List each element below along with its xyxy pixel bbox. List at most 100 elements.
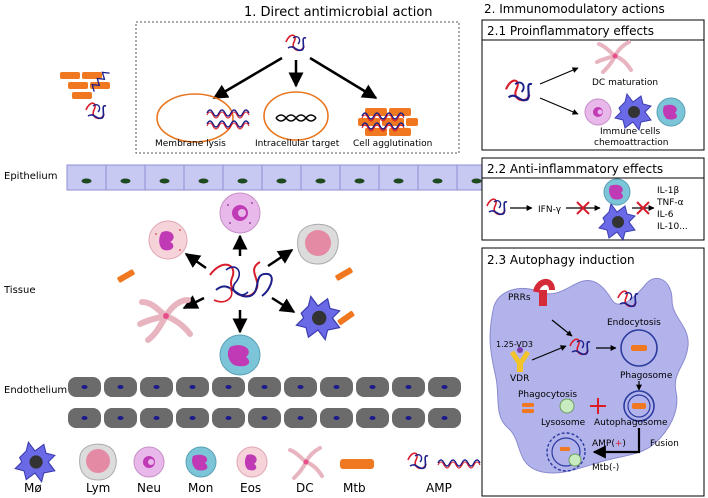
endothelial-nucleus <box>369 385 376 389</box>
mtb-rod <box>116 268 136 284</box>
epithelial-nucleus <box>237 178 248 184</box>
s22-cytokine-il6: IL-6 <box>657 210 674 220</box>
legend-label-eos: Eos <box>240 481 261 495</box>
eosinophil-cell <box>148 220 188 260</box>
s22-title: 2.2 Anti-inflammatory effects <box>487 162 663 176</box>
s23-autolysosome-mtb <box>560 447 570 451</box>
s22-box <box>481 157 705 241</box>
s22-block-x-2 <box>636 201 650 215</box>
epithelial-nucleus <box>120 178 131 184</box>
s23-vdr: VDR <box>510 374 529 384</box>
s23-autolysosome-lysosome <box>568 453 582 467</box>
s21-arrow-dc <box>539 67 579 85</box>
s23-phagosome-mtb <box>631 345 647 351</box>
mtb-amp-cluster <box>60 71 110 120</box>
s23-phagosome <box>620 329 658 367</box>
s22-cytokine-il1b: IL-1β <box>657 186 679 196</box>
s21-dc-maturation: DC maturation <box>592 78 658 88</box>
s23-phagosome-label: Phagosome <box>620 371 673 381</box>
endothelial-nucleus <box>333 385 340 389</box>
s23-autolysosome <box>546 432 586 472</box>
macrophage-cell <box>295 295 341 341</box>
legend-mtb-icon <box>340 459 374 469</box>
endothelial-nucleus <box>261 416 268 420</box>
dna-icon-strand <box>275 114 317 122</box>
mtb-rod <box>336 310 356 326</box>
epithelial-cell <box>300 164 341 191</box>
s23-vd3: 1.25-VD3 <box>496 340 533 349</box>
s23-lysosome <box>559 398 575 414</box>
epithelial-cell <box>378 164 419 191</box>
s23-cell-body <box>489 278 689 474</box>
endothelial-nucleus <box>189 416 196 420</box>
bacterium-membrane-lysis <box>156 93 234 143</box>
label-cell-agglutination: Cell agglutination <box>353 139 432 149</box>
s21-monocyte-icon <box>656 97 686 127</box>
epithelial-nucleus <box>315 178 326 184</box>
legend: Mø Lym Neu Mon Eos DC Mtb AMP <box>14 441 481 495</box>
agglutination-cluster <box>358 108 418 136</box>
s23-mtb-result: Mtb(-) <box>592 463 619 473</box>
s23-arrow-vdr <box>531 345 567 361</box>
lymphocyte-cell <box>297 223 339 265</box>
legend-coil-icon <box>437 459 481 469</box>
endothelial-nucleus <box>333 416 340 420</box>
epithelial-cell <box>261 164 302 191</box>
s21-dc-icon <box>595 40 633 74</box>
legend-amp-icon <box>407 452 429 470</box>
neutrophil-cell <box>219 192 261 234</box>
endothelial-nucleus <box>153 385 160 389</box>
s22-cytokine-tnfa: TNF-α <box>656 198 684 208</box>
arrow-to-membrane <box>212 56 283 100</box>
endothelial-nucleus <box>225 416 232 420</box>
s23-fusion: Fusion <box>650 439 679 449</box>
s23-autophagosome-outer <box>623 390 655 422</box>
legend-label-lym: Lym <box>86 481 110 495</box>
s23-prrs: PRRs <box>508 293 531 303</box>
endothelial-nucleus <box>189 385 196 389</box>
s21-title: 2.1 Proinflammatory effects <box>487 24 654 38</box>
label-membrane-lysis: Membrane lysis <box>155 139 226 149</box>
epithelial-nucleus <box>354 178 365 184</box>
endothelial-nucleus <box>117 385 124 389</box>
arrow-to-lymphocyte <box>267 248 294 268</box>
s23-arrow-prr <box>551 319 573 337</box>
s23-autolysosome-inner <box>551 437 581 467</box>
s23-arrow-fusion <box>592 428 641 459</box>
label-epithelium: Epithelium <box>4 171 58 182</box>
s23-phagocytosis: Phagocytosis <box>518 390 577 400</box>
endothelial-nucleus <box>441 416 448 420</box>
endothelial-nucleus <box>117 416 124 420</box>
label-endothelium: Endothelium <box>4 385 67 396</box>
epithelial-nucleus <box>159 178 170 184</box>
coil-icon <box>206 120 250 130</box>
endothelial-nucleus <box>297 416 304 420</box>
epithelial-nucleus <box>198 178 209 184</box>
epithelial-cell <box>339 164 380 191</box>
s22-cytokine-il10: IL-10... <box>657 222 688 232</box>
endothelium-layer <box>68 377 461 428</box>
s23-lysosome-label: Lysosome <box>541 418 586 428</box>
endothelial-nucleus <box>153 416 160 420</box>
s21-immune-line2: chemoattraction <box>594 138 668 148</box>
legend-label-neu: Neu <box>137 481 161 495</box>
s23-endocytosis: Endocytosis <box>607 318 661 328</box>
s23-amp-result: AMP(+) <box>592 439 626 449</box>
epithelial-nucleus <box>393 178 404 184</box>
epithelial-cell <box>66 164 107 191</box>
endothelial-nucleus <box>297 385 304 389</box>
legend-monocyte-icon <box>185 446 217 478</box>
legend-neutrophil-icon <box>133 446 165 478</box>
s23-vdr-receptor <box>509 347 531 372</box>
legend-label-mo: Mø <box>24 481 42 495</box>
legend-label-mon: Mon <box>188 481 213 495</box>
epithelial-cell <box>105 164 146 191</box>
endothelial-nucleus <box>405 385 412 389</box>
endothelial-nucleus <box>81 385 88 389</box>
coil-icon <box>206 109 250 119</box>
section1-box <box>135 21 460 154</box>
legend-eosinophil-icon <box>236 446 268 478</box>
s21-box <box>481 19 705 151</box>
arrow-to-dc <box>182 295 205 310</box>
s23-title: 2.3 Autophagy induction <box>487 253 635 267</box>
